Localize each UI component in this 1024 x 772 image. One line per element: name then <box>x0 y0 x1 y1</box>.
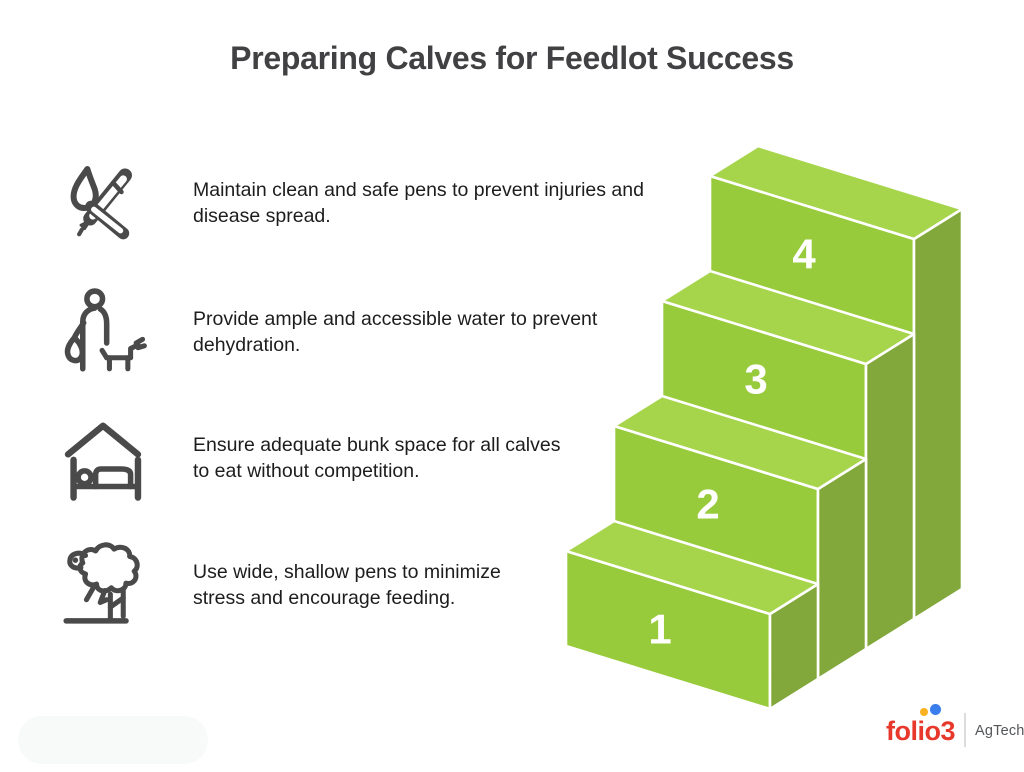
list-item-text: Ensure adequate bunk space for all calve… <box>193 434 561 482</box>
page-title: Preparing Calves for Feedlot Success <box>230 40 794 76</box>
folio3-wordmark: folio3 <box>886 704 956 747</box>
step-4-top-face <box>708 144 964 241</box>
icon-box <box>55 537 151 633</box>
icon-box <box>55 410 151 506</box>
step-3-top-face <box>660 269 916 366</box>
branding-tools-icon <box>70 165 132 240</box>
step-1-top-face <box>564 519 820 616</box>
list-item-water: Provide ample and accessible water to pr… <box>55 282 597 382</box>
watermark-remnant <box>18 716 208 764</box>
step-2-number: 2 <box>696 481 719 528</box>
logo-divider <box>964 712 966 747</box>
step-2-side-face <box>816 457 868 681</box>
brand-text: folio3 <box>886 716 956 746</box>
list-item-text: Provide ample and accessible water to pr… <box>193 308 598 356</box>
list-item-bunk-space: Ensure adequate bunk space for all calve… <box>55 408 560 508</box>
icon-box <box>55 284 151 380</box>
watering-calf-icon <box>64 288 147 372</box>
list-item-text: Maintain clean and safe pens to prevent … <box>193 179 644 227</box>
brand-logo: folio3 AgTech <box>886 704 1024 747</box>
list-item-shallow-pens: Use wide, shallow pens to minimize stres… <box>55 535 501 635</box>
sheep-pen-icon <box>63 542 140 624</box>
step-4-side-face <box>912 207 964 621</box>
division-text: AgTech <box>975 722 1024 739</box>
step-2-top-face <box>612 394 868 491</box>
step-3-number: 3 <box>744 356 767 403</box>
list-item-text: Use wide, shallow pens to minimize stres… <box>193 561 501 609</box>
step-3-side-face <box>864 332 916 651</box>
bunk-shelter-icon <box>64 422 142 501</box>
icon-box <box>55 155 151 251</box>
step-4-number: 4 <box>792 231 816 278</box>
list-item-clean-pens: Maintain clean and safe pens to prevent … <box>55 153 644 253</box>
logo-yellow-dot-icon <box>920 708 928 716</box>
step-1-number: 1 <box>648 606 671 653</box>
logo-blue-dot-icon <box>930 704 941 715</box>
